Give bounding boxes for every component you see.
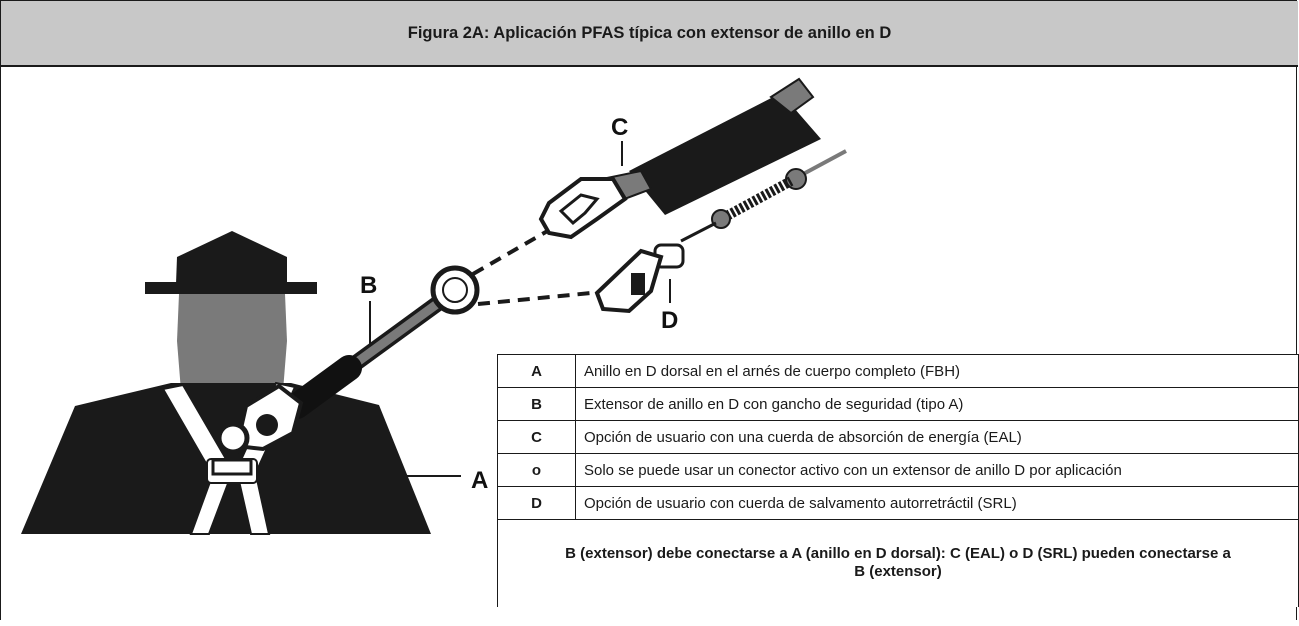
legend-row: o Solo se puede usar un conector activo …: [497, 453, 1299, 487]
legend-row: A Anillo en D dorsal en el arnés de cuer…: [497, 354, 1299, 388]
d-ring-extender: [284, 265, 480, 419]
connection-lines: [472, 227, 592, 306]
legend-row: D Opción de usuario con cuerda de salvam…: [497, 486, 1299, 520]
legend-row: C Opción de usuario con una cuerda de ab…: [497, 420, 1299, 454]
legend-key: o: [497, 453, 576, 487]
legend-row: B Extensor de anillo en D con gancho de …: [497, 387, 1299, 421]
legend-key: A: [497, 354, 576, 388]
illustration: A B C D: [1, 67, 1298, 621]
harness-snaphook: [211, 383, 304, 476]
legend-table: A Anillo en D dorsal en el arnés de cuer…: [497, 354, 1299, 607]
legend-text: Extensor de anillo en D con gancho de se…: [575, 387, 1299, 421]
callout-c: C: [611, 114, 629, 141]
legend-key: B: [497, 387, 576, 421]
legend-text: Opción de usuario con cuerda de salvamen…: [575, 486, 1299, 520]
callout-a: A: [471, 467, 489, 494]
legend-text: Anillo en D dorsal en el arnés de cuerpo…: [575, 354, 1299, 388]
legend-text: Solo se puede usar un conector activo co…: [575, 453, 1299, 487]
illustration-svg: [21, 77, 847, 535]
legend-key: C: [497, 420, 576, 454]
legend-note: B (extensor) debe conectarse a A (anillo…: [497, 519, 1299, 607]
callout-d: D: [661, 307, 679, 334]
figure-title: Figura 2A: Aplicación PFAS típica con ex…: [1, 1, 1298, 67]
self-retracting-lifeline: [594, 149, 847, 314]
callout-b: B: [360, 272, 378, 299]
energy-absorbing-lanyard: [538, 77, 821, 240]
callout-lines: [269, 141, 671, 477]
legend-text: Opción de usuario con una cuerda de abso…: [575, 420, 1299, 454]
legend-note-row: B (extensor) debe conectarse a A (anillo…: [497, 519, 1299, 607]
legend-key: D: [497, 486, 576, 520]
